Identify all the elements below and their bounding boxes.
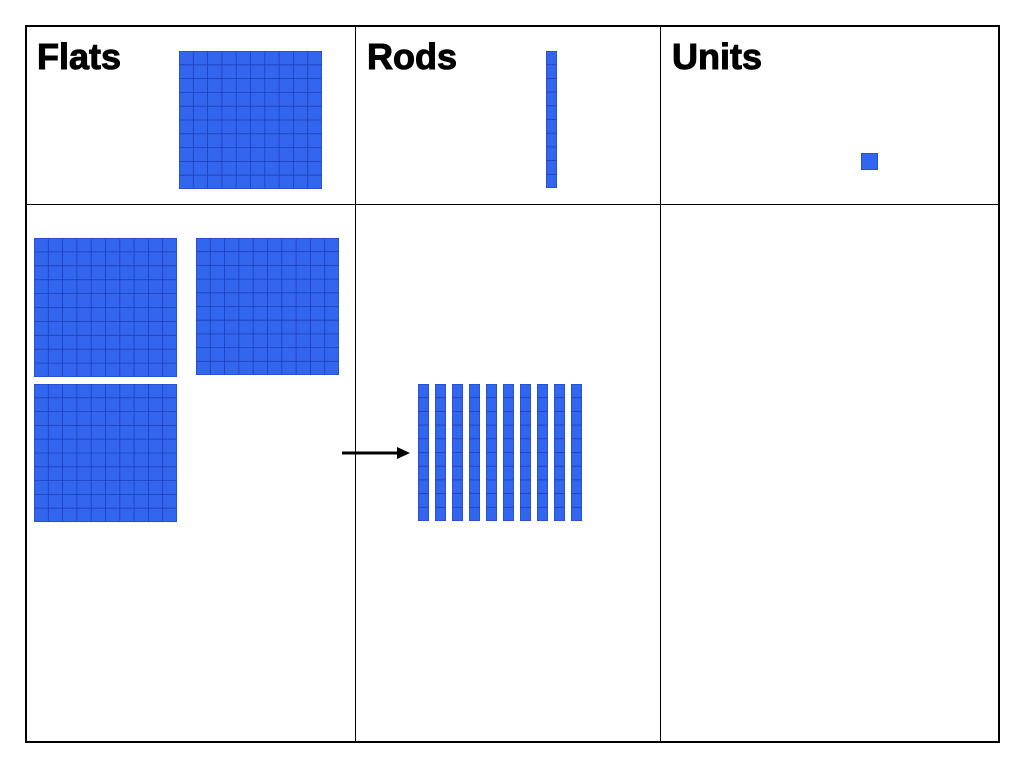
rods-group: [418, 384, 584, 521]
rod-block[interactable]: [452, 384, 463, 521]
flats-heading: Flats: [36, 36, 122, 77]
right-arrow-icon: [342, 447, 410, 459]
column-divider-2: [660, 27, 661, 741]
flat-block[interactable]: [34, 238, 177, 377]
column-divider-1: [355, 27, 356, 741]
unit-legend-icon: [861, 153, 878, 170]
rod-block[interactable]: [486, 384, 497, 521]
flat-block[interactable]: [196, 238, 339, 375]
units-heading: Units: [672, 36, 763, 77]
flat-block[interactable]: [34, 384, 177, 522]
rod-block[interactable]: [418, 384, 429, 521]
rod-block[interactable]: [520, 384, 531, 521]
place-value-board: Flats Rods Units: [25, 25, 1000, 743]
rod-block[interactable]: [503, 384, 514, 521]
rod-block[interactable]: [435, 384, 446, 521]
rod-block[interactable]: [571, 384, 582, 521]
rod-block[interactable]: [469, 384, 480, 521]
flat-legend-icon: [179, 51, 322, 189]
rods-heading: Rods: [367, 36, 458, 77]
header-divider: [27, 204, 998, 205]
rod-block[interactable]: [537, 384, 548, 521]
rod-legend-icon: [546, 51, 557, 188]
rod-block[interactable]: [554, 384, 565, 521]
